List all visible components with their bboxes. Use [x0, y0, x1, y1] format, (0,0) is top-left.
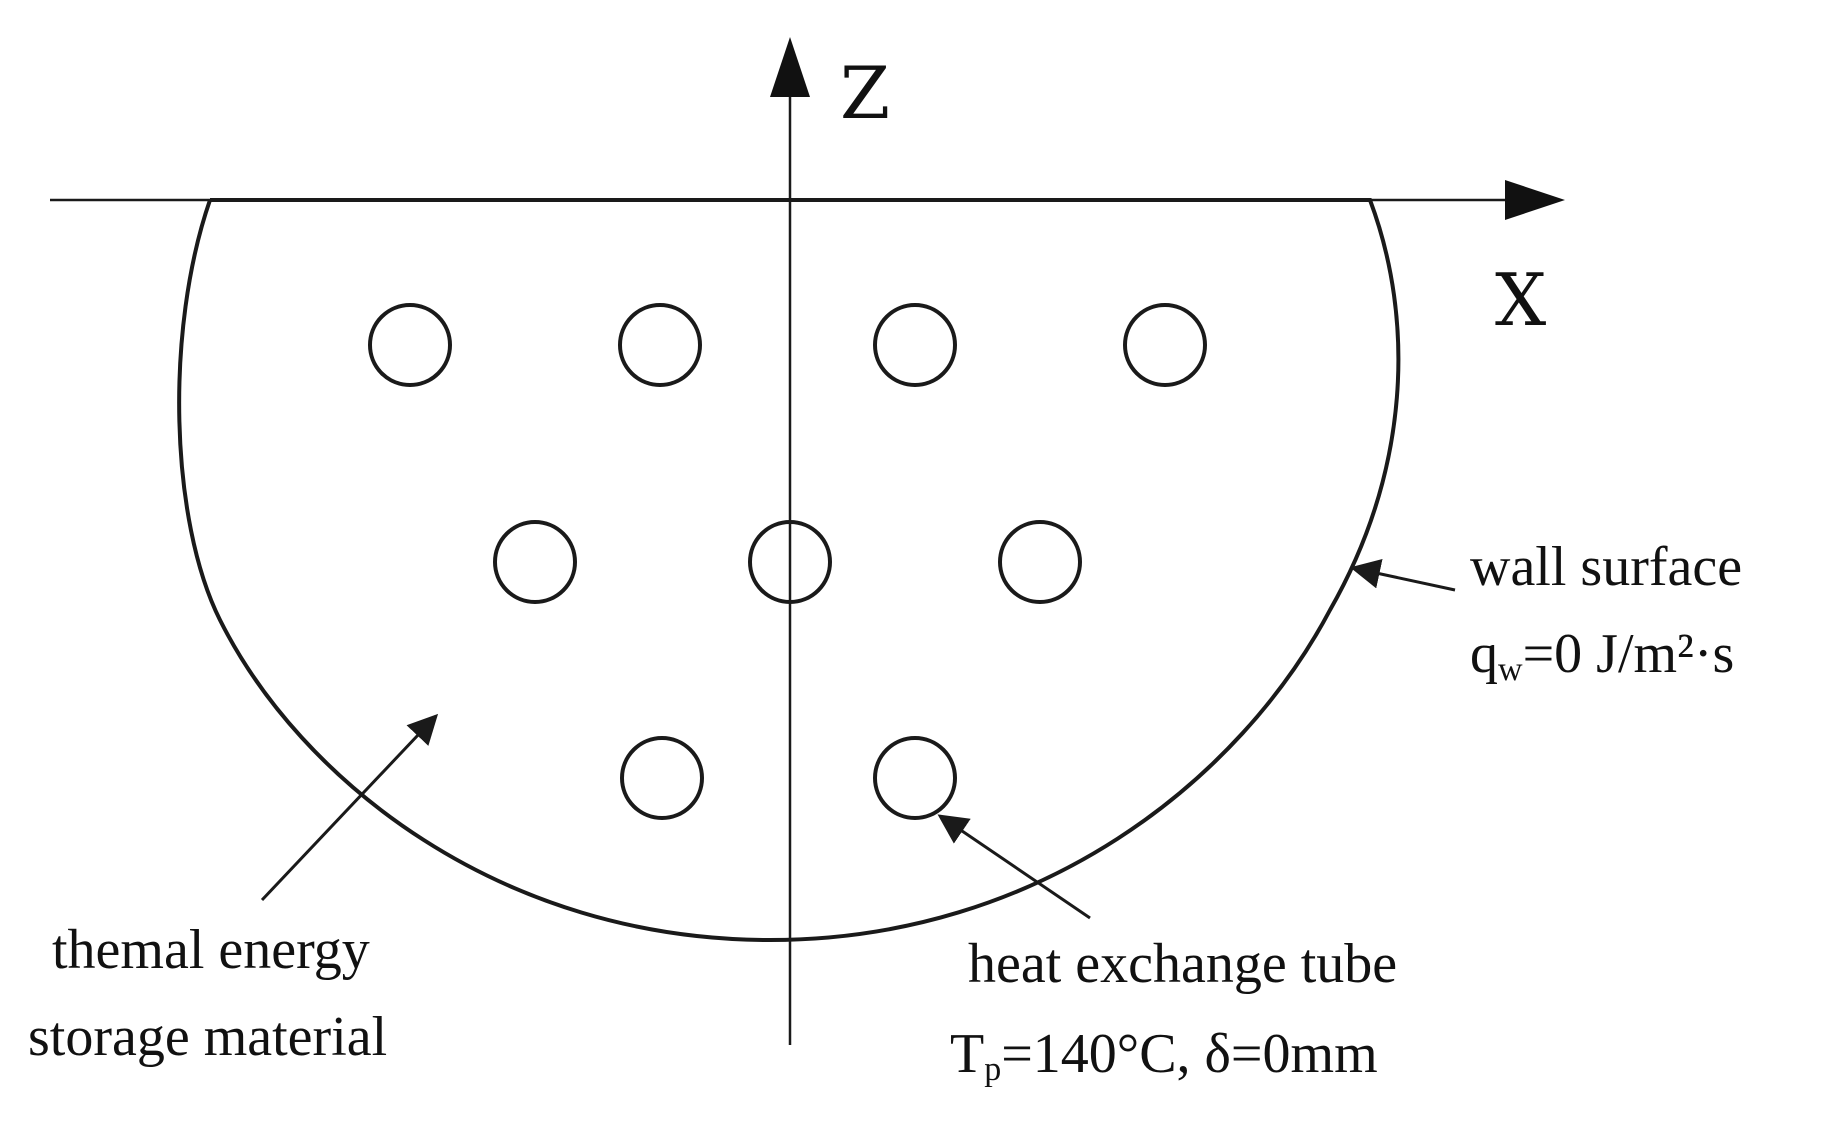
material-leader-arrow [260, 713, 439, 902]
tube-row3-1 [620, 736, 704, 820]
z-axis-arrowhead [770, 37, 810, 97]
tube-leader-arrow [937, 814, 1091, 920]
x-axis-arrowhead [1505, 180, 1565, 220]
z-axis-label: Z [840, 51, 890, 135]
material-label-line1: themal energy [52, 919, 370, 981]
wall-surface-label: wall surface [1470, 536, 1742, 598]
tube-t-value: =140°C, δ=0mm [1001, 1023, 1377, 1085]
tube-condition-label: Tp=140°C, δ=0mm [950, 1023, 1378, 1088]
x-axis-label: X [1495, 258, 1546, 342]
tube-row3-2 [873, 736, 957, 820]
tube-row2-1 [493, 520, 577, 604]
tube-row2-3 [998, 520, 1082, 604]
tube-row1-2 [618, 303, 702, 387]
vessel-outline [177, 198, 1401, 943]
tube-row1-1 [368, 303, 452, 387]
tube-row1-4 [1123, 303, 1207, 387]
tube-t-subscript: p [984, 1051, 1001, 1088]
tube-row1-3 [873, 303, 957, 387]
tube-t-symbol: T [950, 1023, 984, 1085]
wall-heat-flux-label: qw=0 J/m²·s [1470, 623, 1734, 688]
wall-q-symbol: q [1470, 623, 1498, 685]
tube-row2-2 [748, 520, 832, 604]
wall-q-value: =0 J/m²·s [1523, 623, 1735, 685]
tube-label-line1: heat exchange tube [968, 933, 1397, 995]
wall-q-subscript: w [1498, 651, 1523, 688]
wall-leader-arrow [1350, 559, 1456, 592]
material-label-line2: storage material [28, 1006, 387, 1068]
tube-array [368, 303, 1207, 820]
